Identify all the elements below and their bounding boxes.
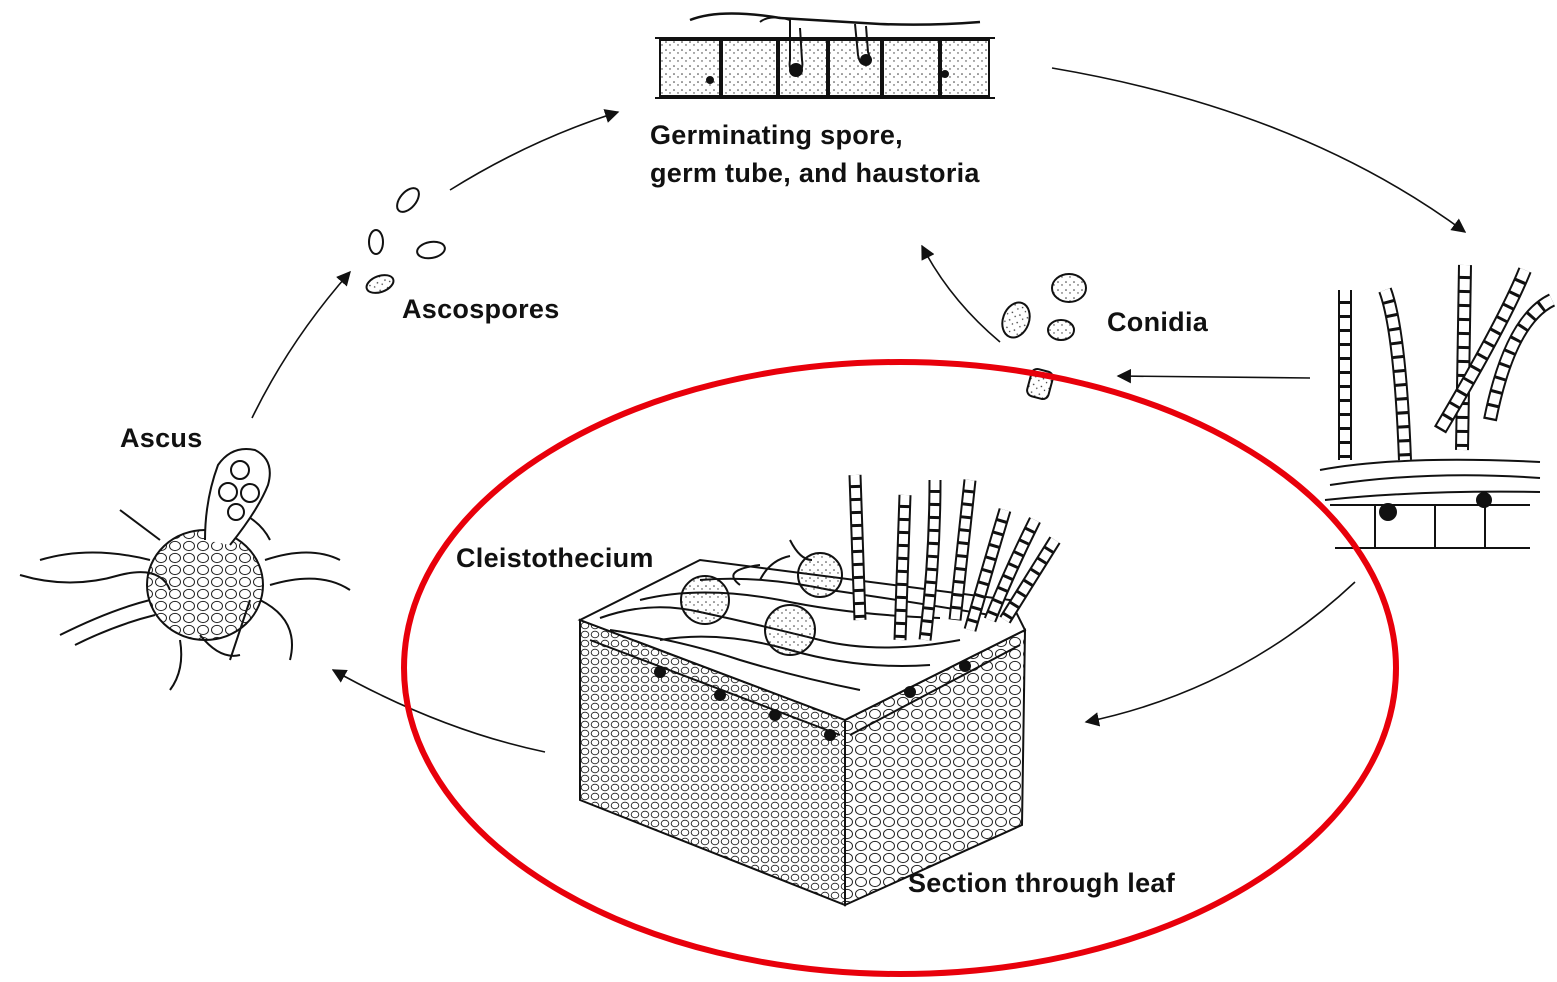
conidiophore-icon bbox=[1320, 265, 1552, 548]
ascus-icon bbox=[20, 449, 350, 690]
section-through-leaf-label: Section through leaf bbox=[908, 864, 1175, 902]
ascospore-icon bbox=[364, 184, 446, 296]
ascospores-label: Ascospores bbox=[402, 290, 560, 328]
cleistothecium-label: Cleistothecium bbox=[456, 539, 654, 577]
germinating-label-line1: Germinating spore, bbox=[650, 116, 980, 154]
germinating-spore-label: Germinating spore, germ tube, and hausto… bbox=[650, 116, 980, 192]
conidia-label: Conidia bbox=[1107, 303, 1208, 341]
germinating-label-line2: germ tube, and haustoria bbox=[650, 154, 980, 192]
ascus-label: Ascus bbox=[120, 419, 203, 457]
leaf-epidermis-icon bbox=[655, 13, 995, 98]
